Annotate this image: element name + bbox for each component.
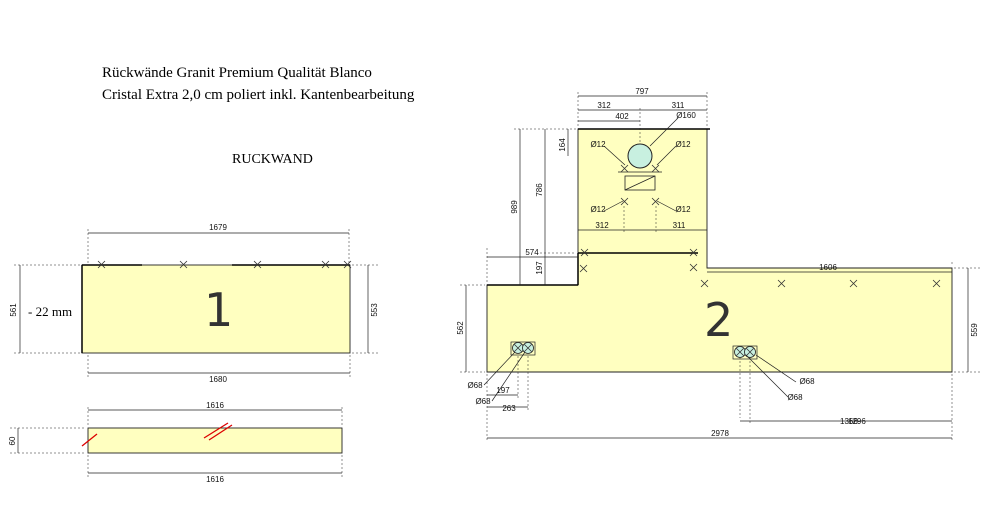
dim-989: 989 [510, 200, 519, 214]
dim-311-bottom: 311 [673, 221, 686, 230]
dim-197-left: 197 [535, 261, 544, 275]
part-1-top-width: 1679 [209, 223, 227, 232]
hole-12-bottom-right: Ø12 [675, 205, 691, 214]
dim-1366: 1366 [840, 417, 858, 426]
part-1-bottom-width: 1680 [209, 375, 227, 384]
part-1-slab [81, 264, 351, 354]
hole-68-right-1: Ø68 [799, 377, 815, 386]
hole-12-top-right: Ø12 [675, 140, 691, 149]
part-1: 1679 1680 561 553 - 22 mm 1 [9, 223, 380, 384]
dim-164: 164 [558, 138, 567, 152]
socket-pair-right [732, 345, 758, 360]
strip-height: 60 [8, 436, 17, 445]
socket-hole-160 [627, 143, 653, 169]
dim-312-top: 312 [597, 101, 611, 110]
part-2: Ø12 Ø12 Ø12 Ø12 Ø160 797 312 311 402 312… [456, 87, 980, 442]
strip-top-width: 1616 [206, 401, 224, 410]
hole-68-left-2: Ø68 [475, 397, 491, 406]
strip-part: 1616 1616 60 [8, 401, 343, 484]
part-2-top-width: 797 [635, 87, 649, 96]
dim-311-top: 311 [672, 101, 685, 110]
hole-68-left-1: Ø68 [467, 381, 483, 390]
title-line-2: Cristal Extra 2,0 cm poliert inkl. Kante… [102, 87, 415, 103]
hole-12-top-left: Ø12 [590, 140, 606, 149]
dim-574: 574 [525, 248, 539, 257]
hole-12-bottom-left: Ø12 [590, 205, 606, 214]
part-1-right-height: 553 [370, 303, 379, 317]
dim-263: 263 [502, 404, 516, 413]
dim-562: 562 [456, 321, 465, 335]
dim-402: 402 [615, 112, 629, 121]
thickness-note: - 22 mm [28, 304, 72, 319]
part-1-number: 1 [204, 283, 233, 337]
dim-1606: 1606 [819, 263, 837, 272]
dim-2978: 2978 [711, 429, 729, 438]
strip-bottom-width: 1616 [206, 475, 224, 484]
dim-312-bottom: 312 [595, 221, 609, 230]
part-1-left-height: 561 [9, 303, 18, 317]
dim-559: 559 [970, 323, 979, 337]
hole-160: Ø160 [676, 111, 696, 120]
part-1-markers [97, 260, 352, 269]
hole-68-right-2: Ø68 [787, 393, 803, 402]
dim-197-bottom: 197 [496, 386, 510, 395]
dim-1296: 1296 [848, 417, 866, 426]
title-line-1: Rückwände Granit Premium Qualität Blanco [102, 65, 372, 81]
dim-786: 786 [535, 183, 544, 197]
part-2-number: 2 [704, 293, 733, 347]
section-label: RUCKWAND [232, 152, 313, 167]
